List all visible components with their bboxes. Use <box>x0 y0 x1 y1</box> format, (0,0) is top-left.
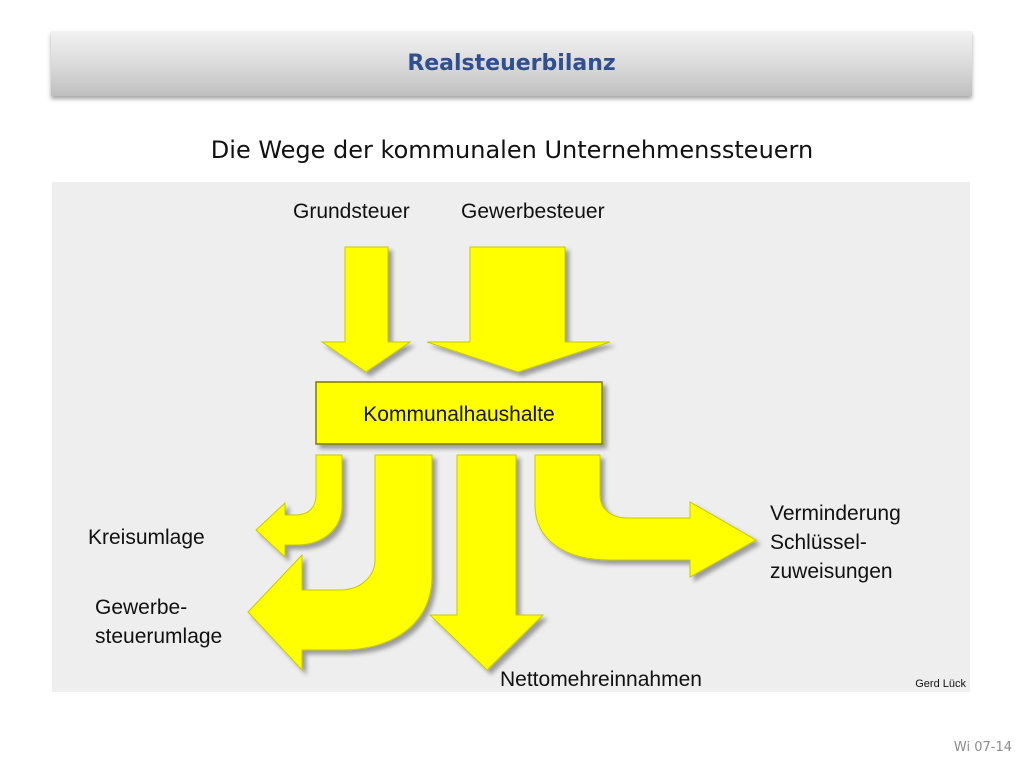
verminderung-label-line2: Schlüssel- <box>770 531 867 554</box>
gewerbesteuer-label: Gewerbesteuer <box>461 200 605 223</box>
gewerbesteuerumlage-arrow <box>247 454 433 672</box>
slide-title: Realsteuerbilanz <box>407 51 616 76</box>
verminderung-arrow <box>534 454 758 578</box>
gewerbesteuerumlage-label-line2: steuerumlage <box>95 625 222 648</box>
grundsteuer-label: Grundsteuer <box>293 200 410 223</box>
kommunalhaushalte-label: Kommunalhaushalte <box>363 403 554 426</box>
gewerbesteuer-arrow <box>426 246 611 373</box>
gewerbesteuerumlage-label-line1: Gewerbe- <box>95 596 187 619</box>
title-bar: Realsteuerbilanz <box>51 31 972 96</box>
slide-number: Wi 07-14 <box>953 740 1012 755</box>
verminderung-label-line1: Verminderung <box>770 502 901 525</box>
kommunalhaushalte-box <box>315 381 603 445</box>
credit-label: Gerd Lück <box>915 678 966 690</box>
nettomehreinnahmen-arrow <box>428 454 545 671</box>
kreisumlage-arrow <box>255 454 343 559</box>
verminderung-label-line3: zuweisungen <box>770 560 893 583</box>
nettomehreinnahmen-label: Nettomehreinnahmen <box>500 668 702 691</box>
kreisumlage-label: Kreisumlage <box>88 526 205 549</box>
slide-subtitle: Die Wege der kommunalen Unternehmenssteu… <box>210 136 814 164</box>
grundsteuer-arrow <box>320 246 412 373</box>
